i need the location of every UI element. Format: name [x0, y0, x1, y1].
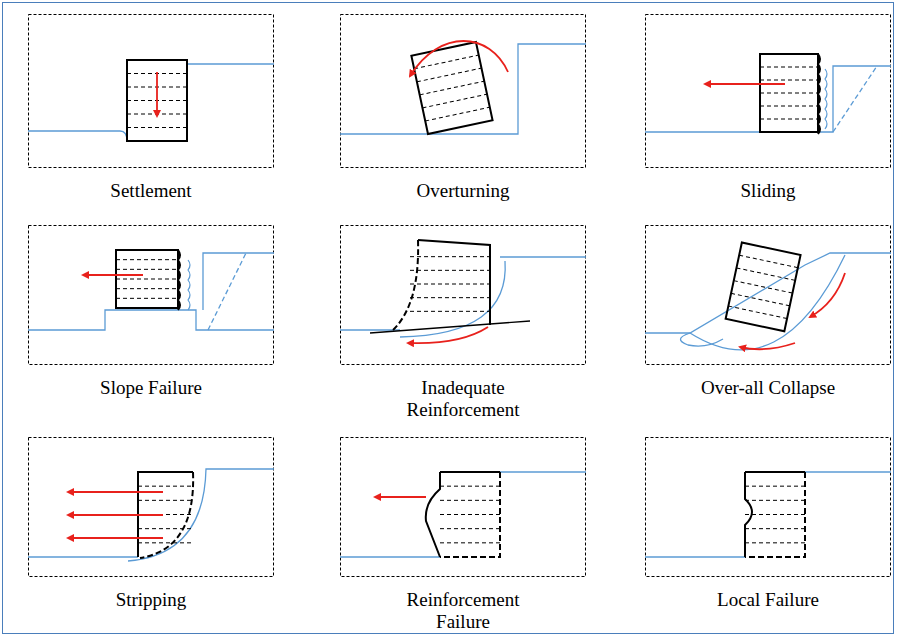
failure-panel: Slope Failure	[28, 225, 274, 435]
panel-caption: Inadequate Reinforcement	[378, 377, 548, 421]
failure-panel: Inadequate Reinforcement	[340, 225, 586, 435]
wall-illustration	[28, 14, 274, 168]
wall-illustration	[28, 225, 274, 365]
panel-caption: Reinforcement Failure	[378, 589, 548, 633]
wall-illustration	[340, 437, 586, 577]
wall-illustration	[645, 437, 891, 577]
panel-caption: Stripping	[66, 589, 236, 611]
failure-panel: Stripping	[28, 437, 274, 636]
panel-caption: Sliding	[683, 180, 853, 202]
wall-illustration	[340, 14, 586, 168]
panel-caption: Overturning	[378, 180, 548, 202]
wall-illustration	[28, 437, 274, 577]
wall-illustration	[645, 225, 891, 365]
failure-panel: Settlement	[28, 14, 274, 238]
failure-panel: Over-all Collapse	[645, 225, 891, 435]
panel-caption: Settlement	[66, 180, 236, 202]
failure-panel: Reinforcement Failure	[340, 437, 586, 636]
panel-caption: Slope Failure	[66, 377, 236, 399]
failure-panel: Sliding	[645, 14, 891, 238]
failure-panel: Local Failure	[645, 437, 891, 636]
panel-caption: Local Failure	[683, 589, 853, 611]
wall-illustration	[340, 225, 586, 365]
failure-panel: Overturning	[340, 14, 586, 238]
wall-illustration	[645, 14, 891, 168]
panel-caption: Over-all Collapse	[683, 377, 853, 399]
